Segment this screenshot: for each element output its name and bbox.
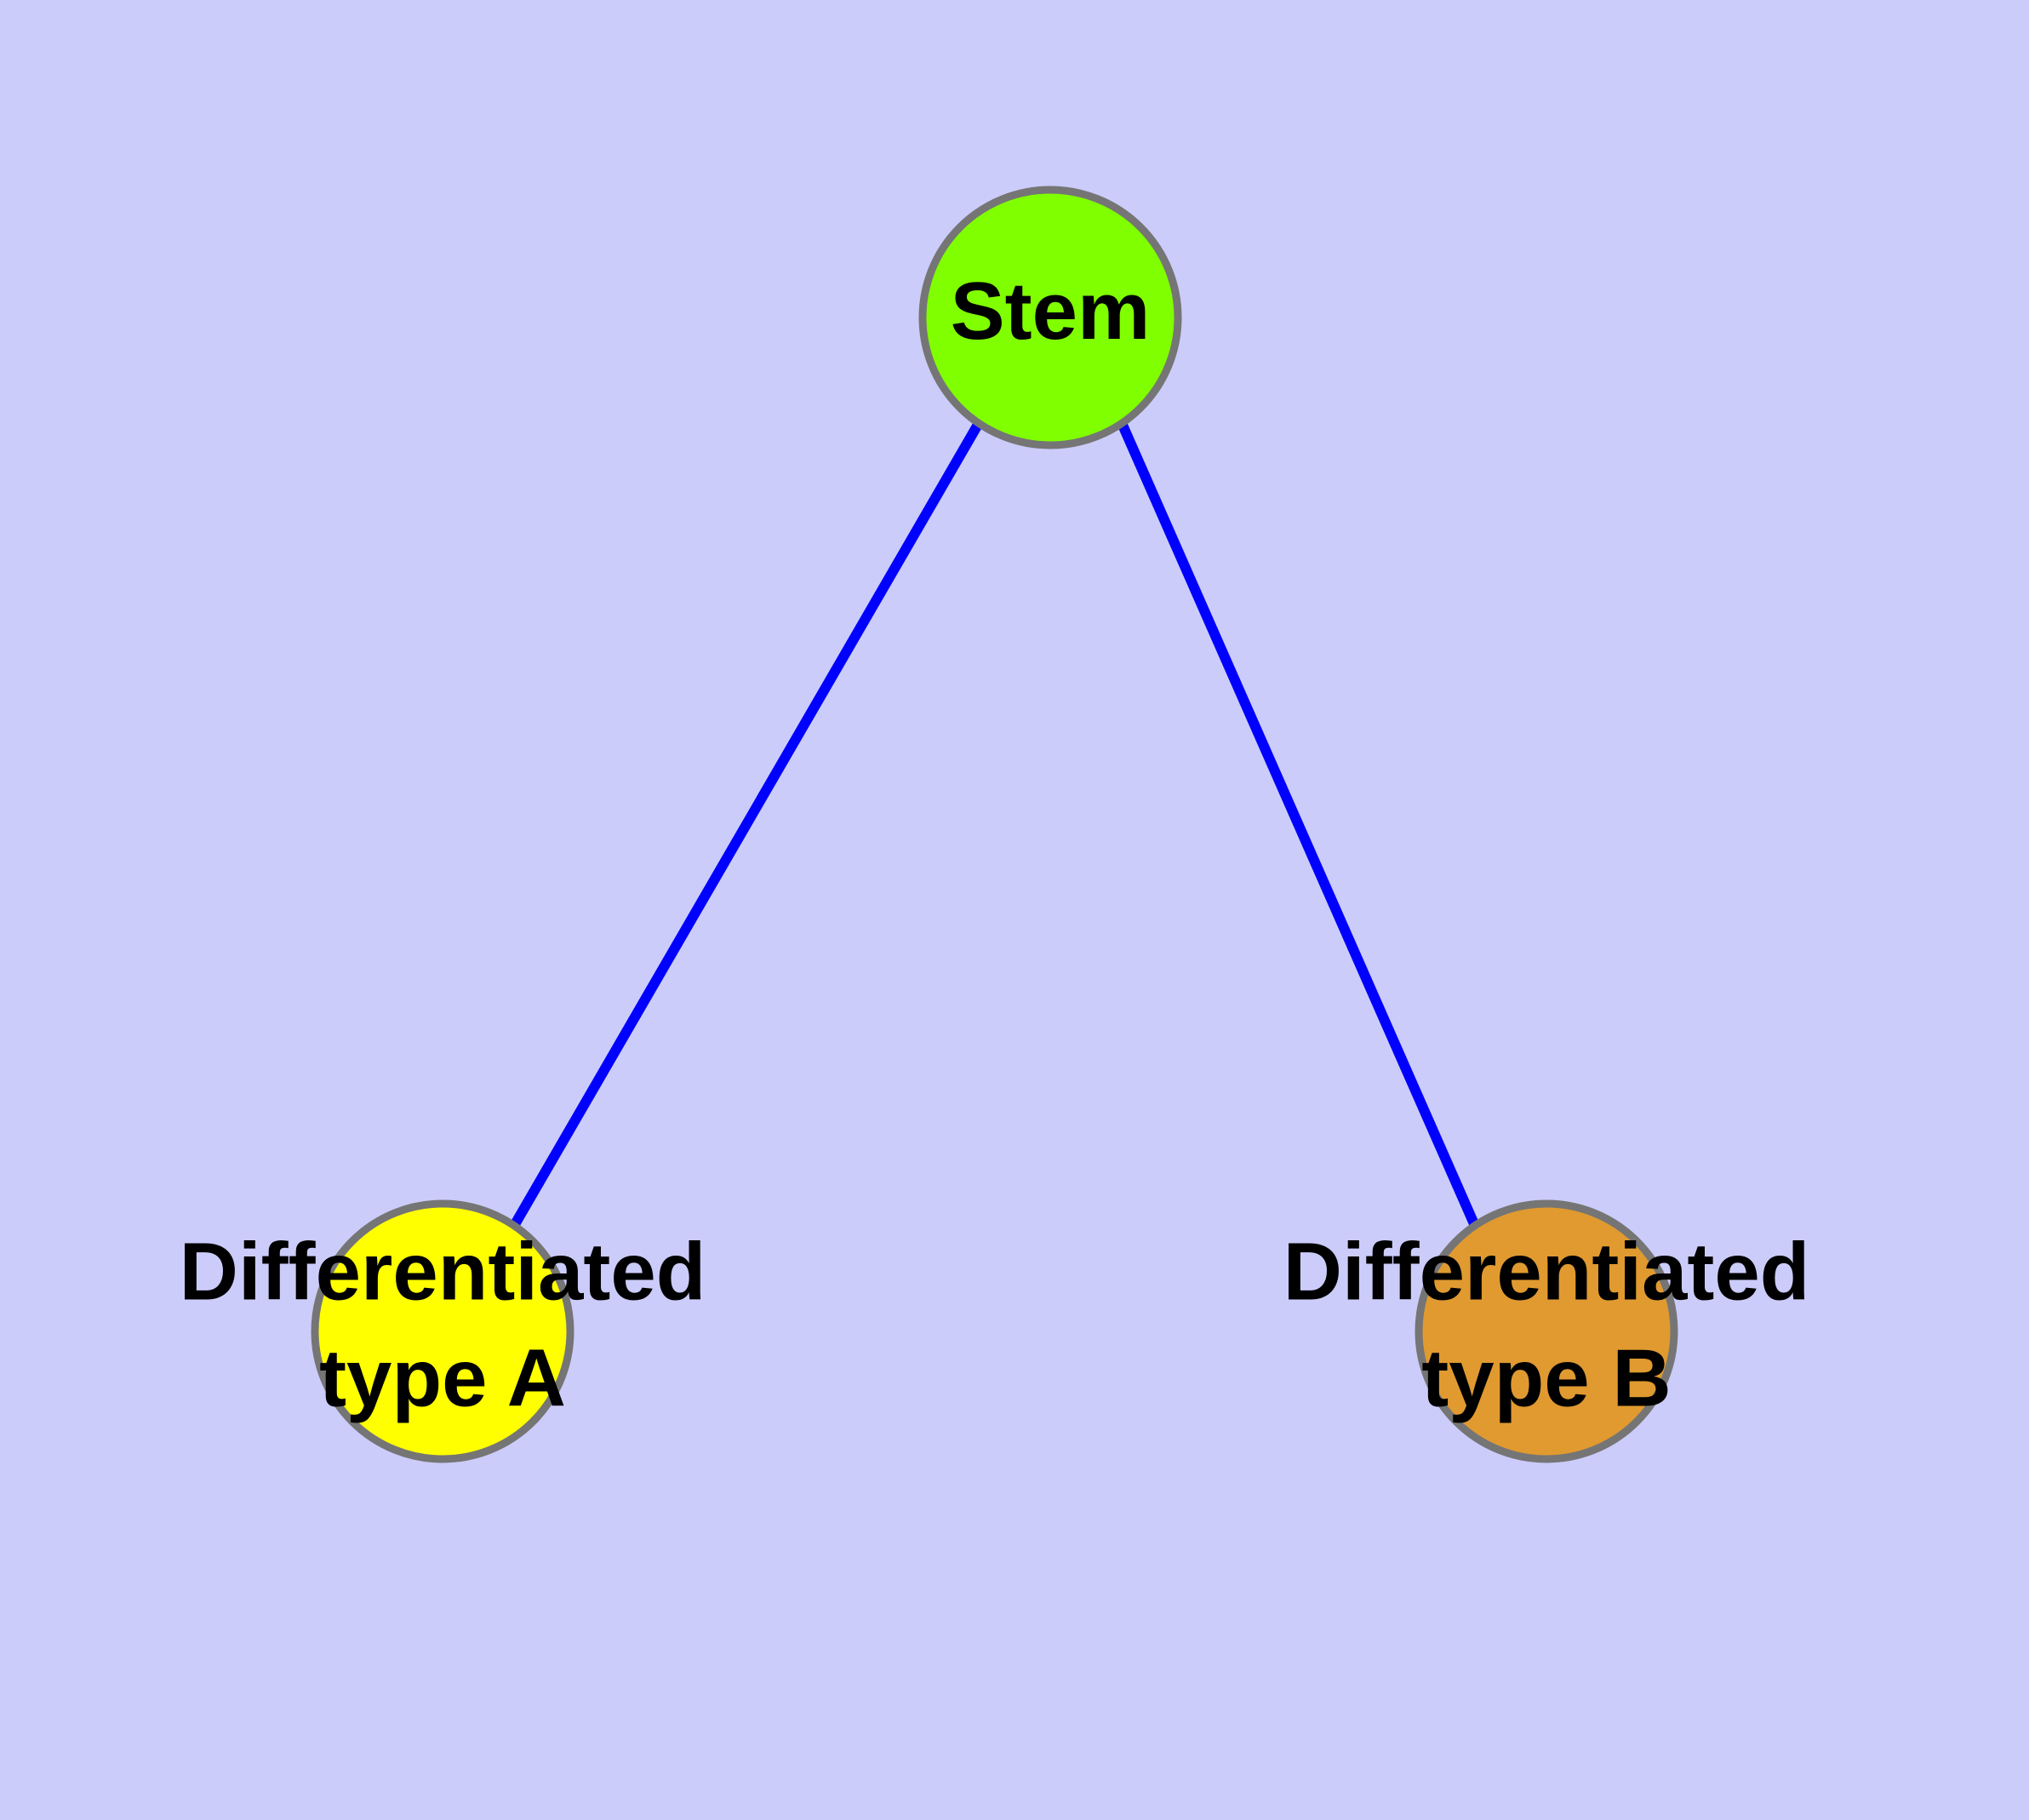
nodes-group: Stem Differentiated type A Differentiated… [180,186,1810,1463]
edge-stem-to-differentiated-type-a[interactable] [509,420,984,1229]
node-label-stem: Stem [951,266,1151,357]
node-differentiated-type-a[interactable]: Differentiated type A [180,1199,706,1463]
edges-group [509,420,1480,1229]
node-label-line: Differentiated [180,1227,706,1318]
node-label-line: Differentiated [1283,1227,1810,1318]
node-circle-differentiated-type-b[interactable] [1415,1199,1678,1463]
node-label-differentiated-type-a: Differentiated type A [180,1227,706,1424]
node-differentiated-type-b[interactable]: Differentiated type B [1283,1199,1810,1463]
node-circle-differentiated-type-a[interactable] [311,1199,574,1463]
node-label-line: type B [1421,1333,1671,1424]
node-label-differentiated-type-b: Differentiated type B [1283,1227,1810,1424]
node-circle-stem[interactable] [918,186,1182,449]
edge-stem-to-differentiated-type-b[interactable] [1117,421,1480,1228]
node-stem[interactable]: Stem [918,186,1182,449]
node-label-line: type A [319,1333,566,1424]
node-label-line: Stem [951,266,1151,357]
